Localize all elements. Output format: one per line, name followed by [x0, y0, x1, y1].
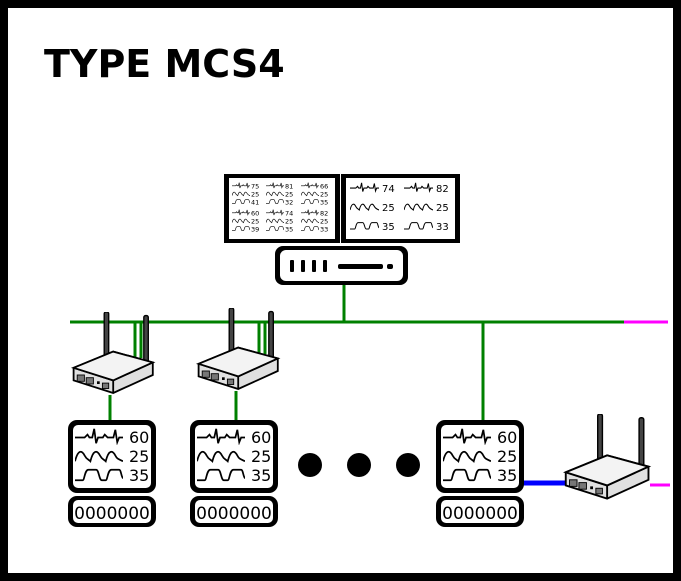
heart-rate-value: 66: [320, 183, 328, 191]
spo2-value: 25: [285, 218, 293, 226]
spo2-value: 25: [129, 447, 149, 466]
heart-rate-value: 74: [382, 184, 395, 195]
heart-rate-value: 82: [320, 210, 328, 218]
heart-rate-value: 74: [285, 210, 293, 218]
heart-rate-value: 60: [251, 210, 259, 218]
keypad-digits: 0000000: [74, 504, 150, 524]
monitor-screen: [441, 425, 519, 488]
respiration-value: 35: [251, 466, 271, 485]
network-lines: [70, 285, 670, 487]
monitor-keypad: [73, 500, 151, 523]
respiration-value: 35: [129, 466, 149, 485]
monitor-keypad: [195, 500, 273, 523]
respiration-value: 33: [320, 226, 328, 234]
central-right-screen-values: 74 25 35 82 25 33: [350, 182, 449, 233]
respiration-value: 33: [436, 222, 449, 233]
central-left-screen: [229, 178, 335, 239]
spo2-value: 25: [497, 447, 517, 466]
ellipsis-dots: [298, 453, 420, 477]
heart-rate-value: 82: [436, 184, 449, 195]
spo2-value: 25: [251, 447, 271, 466]
heart-rate-value: 60: [129, 428, 149, 447]
spo2-value: 25: [320, 218, 328, 226]
respiration-value: 41: [251, 199, 259, 207]
spo2-value: 25: [251, 191, 259, 199]
spo2-value: 25: [382, 203, 395, 214]
monitor-keypad: [441, 500, 519, 523]
keypad-digits: 0000000: [442, 504, 518, 524]
respiration-value: 35: [382, 222, 395, 233]
monitor-screen: [195, 425, 273, 488]
monitor-screen: [73, 425, 151, 488]
network-switch-icon: [275, 246, 408, 285]
patient-panel: 74 25 35: [350, 182, 395, 233]
spo2-value: 25: [320, 191, 328, 199]
respiration-value: 39: [251, 226, 259, 234]
heart-rate-value: 75: [251, 183, 259, 191]
respiration-value: 35: [320, 199, 328, 207]
heart-rate-value: 60: [251, 428, 271, 447]
keypad-digits: 0000000: [196, 504, 272, 524]
heart-rate-value: 60: [497, 428, 517, 447]
heart-rate-value: 81: [285, 183, 293, 191]
patient-panel: 82 25 33: [404, 182, 449, 233]
respiration-value: 32: [285, 199, 293, 207]
spo2-value: 25: [285, 191, 293, 199]
diagram-title: TYPE MCS4: [44, 42, 285, 86]
spo2-value: 25: [251, 218, 259, 226]
respiration-value: 35: [285, 226, 293, 234]
spo2-value: 25: [436, 203, 449, 214]
respiration-value: 35: [497, 466, 517, 485]
